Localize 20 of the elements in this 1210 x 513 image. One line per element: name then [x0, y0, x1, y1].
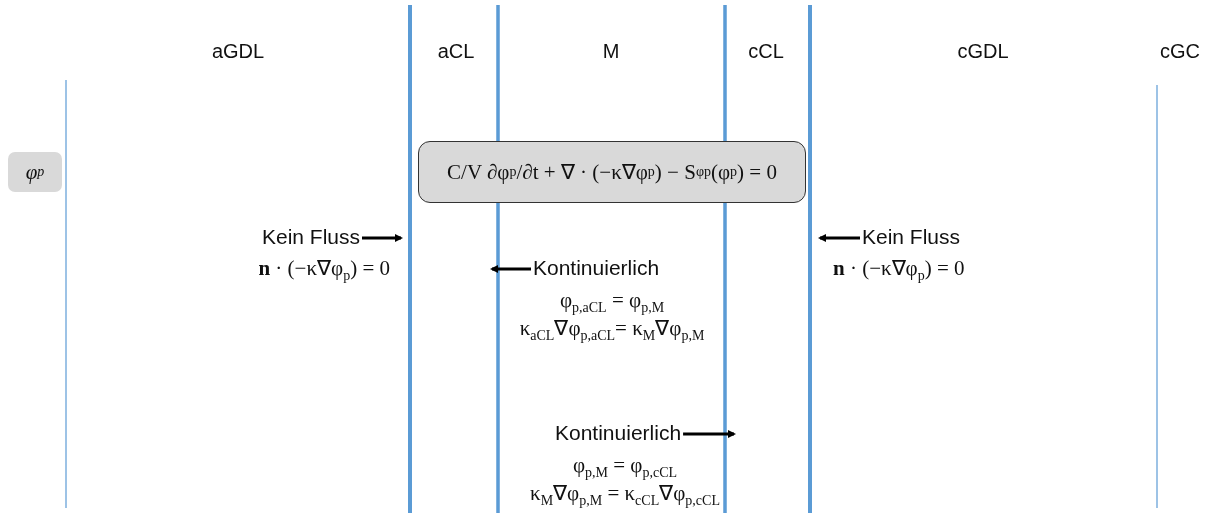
boundary-condition-equation: κ$_{aCL}$∇φ$_{p,aCL}$= κ$_{M}$∇φ$_{p,M}$ [519, 315, 705, 346]
arrow [490, 265, 531, 273]
boundary-condition-equation: n · (−κ∇φ$_{p}$) = 0 [833, 255, 965, 286]
layer-label: aGDL [211, 40, 265, 63]
arrow [683, 430, 736, 438]
flow-label: Kein Fluss [862, 225, 961, 249]
flow-label: Kein Fluss [261, 225, 360, 249]
boundary-condition-equation: κ$_{M}$∇φ$_{p,M}$ = κ$_{cCL}$∇φ$_{p,cCL}$ [530, 480, 720, 511]
flow-label: Kontinuierlich [555, 421, 682, 445]
boundary-condition-equation: φ$_{p,M}$ = φ$_{p,cCL}$ [572, 452, 678, 483]
layer-label: cGDL [957, 40, 1009, 63]
layer-label: cGC [1160, 40, 1200, 63]
boundary-condition-equation: φ$_{p,aCL}$ = φ$_{p,M}$ [559, 287, 665, 318]
arrow [362, 234, 403, 242]
boundary-condition-equation: n · (−κ∇φ$_{p}$) = 0 [258, 255, 390, 286]
arrow [818, 234, 860, 242]
layer-label: cCL [748, 40, 784, 63]
layer-label: aCL [437, 40, 475, 63]
layer-label: M [602, 40, 620, 63]
flow-label: Kontinuierlich [533, 256, 660, 280]
